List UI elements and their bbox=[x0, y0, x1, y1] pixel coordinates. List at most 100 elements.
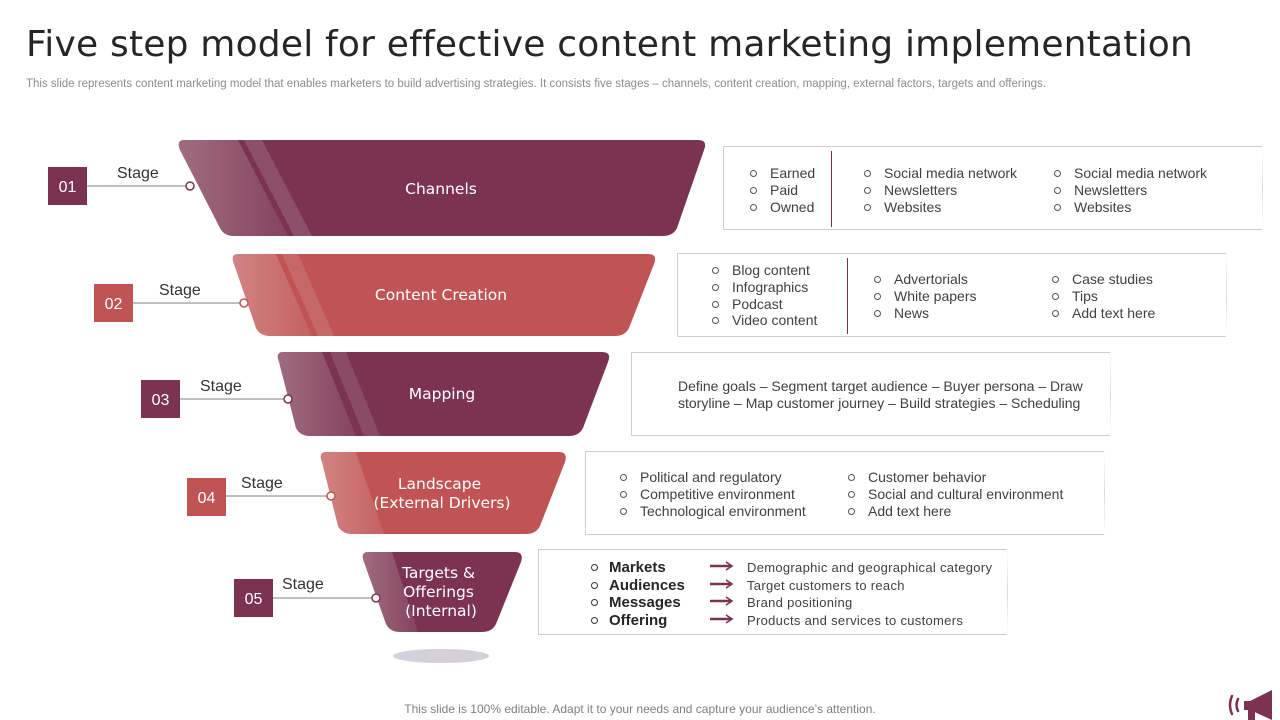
stage-04-title-line: (External Drivers) bbox=[373, 494, 510, 512]
stage-04-label: Stage bbox=[241, 475, 283, 492]
stage-01-title: Channels bbox=[405, 180, 477, 198]
offering-key: Markets bbox=[591, 559, 666, 576]
funnel-shadow bbox=[393, 649, 489, 663]
stage-05-title: Targets & Offerings (Internal) bbox=[401, 564, 480, 620]
arrow-right-icon bbox=[710, 596, 734, 606]
detail-item: Social and cultural environment bbox=[848, 486, 1063, 503]
detail-item: Websites bbox=[1054, 199, 1207, 216]
stage-03-connector-dot bbox=[283, 394, 293, 404]
detail-item: Newsletters bbox=[864, 182, 1017, 199]
funnel-band-mapping bbox=[277, 352, 610, 436]
detail-item: Case studies bbox=[1052, 271, 1155, 288]
stage-05-title-line: Offerings bbox=[403, 583, 474, 601]
funnel-band-shine bbox=[244, 140, 312, 236]
funnel-band-shine bbox=[282, 254, 334, 336]
stage-01-title-line: Channels bbox=[405, 180, 477, 198]
stage-03-label: Stage bbox=[200, 378, 242, 395]
slide-subtitle: This slide represents content marketing … bbox=[26, 78, 1046, 90]
slide-title: Five step model for effective content ma… bbox=[26, 24, 1194, 65]
funnel-band-shine bbox=[362, 552, 418, 632]
arrow-right-icon bbox=[710, 561, 734, 571]
stage-02-title-line: Content Creation bbox=[375, 286, 507, 304]
detail-item: Tips bbox=[1052, 288, 1155, 305]
detail-item: News bbox=[874, 305, 976, 322]
stage-01-number-box bbox=[48, 167, 87, 205]
arrow-right-icon bbox=[710, 578, 734, 589]
funnel-band-channels bbox=[178, 140, 706, 236]
stage-04-number-box bbox=[187, 478, 226, 516]
funnel-band-shine bbox=[330, 352, 380, 436]
stage-05-details-box: Markets Demographic and geographical cat… bbox=[538, 549, 1008, 635]
funnel-band-shine bbox=[178, 140, 288, 236]
megaphone-icon bbox=[1228, 690, 1272, 720]
stage-01-connector-dot bbox=[185, 181, 195, 191]
offering-value: Target customers to reach bbox=[747, 577, 905, 593]
mapping-description: Define goals – Segment target audience –… bbox=[678, 378, 1083, 411]
stage-05-title-line: Targets & bbox=[401, 564, 475, 582]
stage-01-label: Stage bbox=[117, 165, 159, 182]
detail-column: Social media network Newsletters Website… bbox=[1054, 165, 1207, 215]
stage-02-title: Content Creation bbox=[375, 286, 507, 304]
detail-column: Case studies Tips Add text here bbox=[1052, 271, 1155, 321]
stage-03-title-line: Mapping bbox=[409, 385, 476, 403]
detail-item: Paid bbox=[750, 182, 815, 199]
stage-04-number: 04 bbox=[198, 490, 216, 507]
stage-01-details-box: Earned Paid Owned Social media network N… bbox=[723, 146, 1263, 230]
detail-item: White papers bbox=[874, 288, 976, 305]
offering-key: Audiences bbox=[591, 577, 685, 594]
stage-03-details-box: Define goals – Segment target audience –… bbox=[631, 352, 1111, 436]
stage-05-label: Stage bbox=[282, 576, 324, 593]
stage-03-number-box bbox=[141, 380, 180, 418]
stage-05-number-box bbox=[234, 579, 273, 617]
stage-03-title: Mapping bbox=[409, 385, 476, 403]
arrow-right-icon bbox=[710, 613, 734, 624]
stage-02-label: Stage bbox=[159, 282, 201, 299]
detail-item: Social media network bbox=[864, 165, 1017, 182]
column-divider bbox=[831, 151, 832, 227]
stage-05-title-line: (Internal) bbox=[405, 602, 477, 620]
funnel-band-shine bbox=[277, 352, 356, 436]
detail-item: Earned bbox=[750, 165, 815, 182]
detail-item: Newsletters bbox=[1054, 182, 1207, 199]
detail-item: Owned bbox=[750, 199, 815, 216]
offering-value: Products and services to customers bbox=[747, 612, 964, 628]
stage-05-number: 05 bbox=[245, 591, 263, 608]
stage-02-number-box bbox=[94, 284, 133, 322]
detail-item: Competitive environment bbox=[620, 486, 806, 503]
detail-item: Podcast bbox=[712, 296, 817, 313]
stage-02-details-box: Blog content Infographics Podcast Video … bbox=[677, 253, 1227, 337]
offering-value: Demographic and geographical category bbox=[747, 560, 993, 575]
footer-note: This slide is 100% editable. Adapt it to… bbox=[404, 702, 876, 716]
stage-01-number: 01 bbox=[59, 179, 77, 196]
funnel-band-shine bbox=[320, 452, 384, 534]
detail-item: Customer behavior bbox=[848, 469, 1063, 486]
funnel-band-content-creation bbox=[232, 254, 656, 336]
stage-02-connector-dot bbox=[239, 298, 249, 308]
stage-04-details-box: Political and regulatory Competitive env… bbox=[585, 451, 1105, 535]
funnel-band-shine bbox=[232, 254, 312, 336]
detail-item: Add text here bbox=[1052, 305, 1155, 322]
offering-key: Messages bbox=[591, 594, 681, 611]
detail-item: Social media network bbox=[1054, 165, 1207, 182]
detail-item: Political and regulatory bbox=[620, 469, 806, 486]
detail-column: Customer behavior Social and cultural en… bbox=[848, 469, 1063, 519]
detail-item: Blog content bbox=[712, 262, 817, 279]
detail-column: Social media network Newsletters Website… bbox=[864, 165, 1017, 215]
detail-column: Political and regulatory Competitive env… bbox=[620, 469, 806, 519]
detail-item: Video content bbox=[712, 312, 817, 329]
column-divider bbox=[847, 258, 848, 334]
detail-item: Technological environment bbox=[620, 503, 806, 520]
detail-column: Earned Paid Owned bbox=[750, 165, 815, 215]
detail-item: Infographics bbox=[712, 279, 817, 296]
detail-column: Blog content Infographics Podcast Video … bbox=[712, 262, 817, 329]
funnel-band-landscape bbox=[320, 452, 566, 534]
detail-column: Advertorials White papers News bbox=[874, 271, 976, 321]
stage-03-number: 03 bbox=[152, 392, 170, 409]
stage-02-number: 02 bbox=[105, 296, 123, 313]
offering-key: Offering bbox=[591, 612, 667, 629]
stage-04-title: Landscape (External Drivers) bbox=[373, 475, 510, 512]
detail-item: Add text here bbox=[848, 503, 1063, 520]
detail-item: Websites bbox=[864, 199, 1017, 216]
stage-05-connector-dot bbox=[371, 593, 381, 603]
